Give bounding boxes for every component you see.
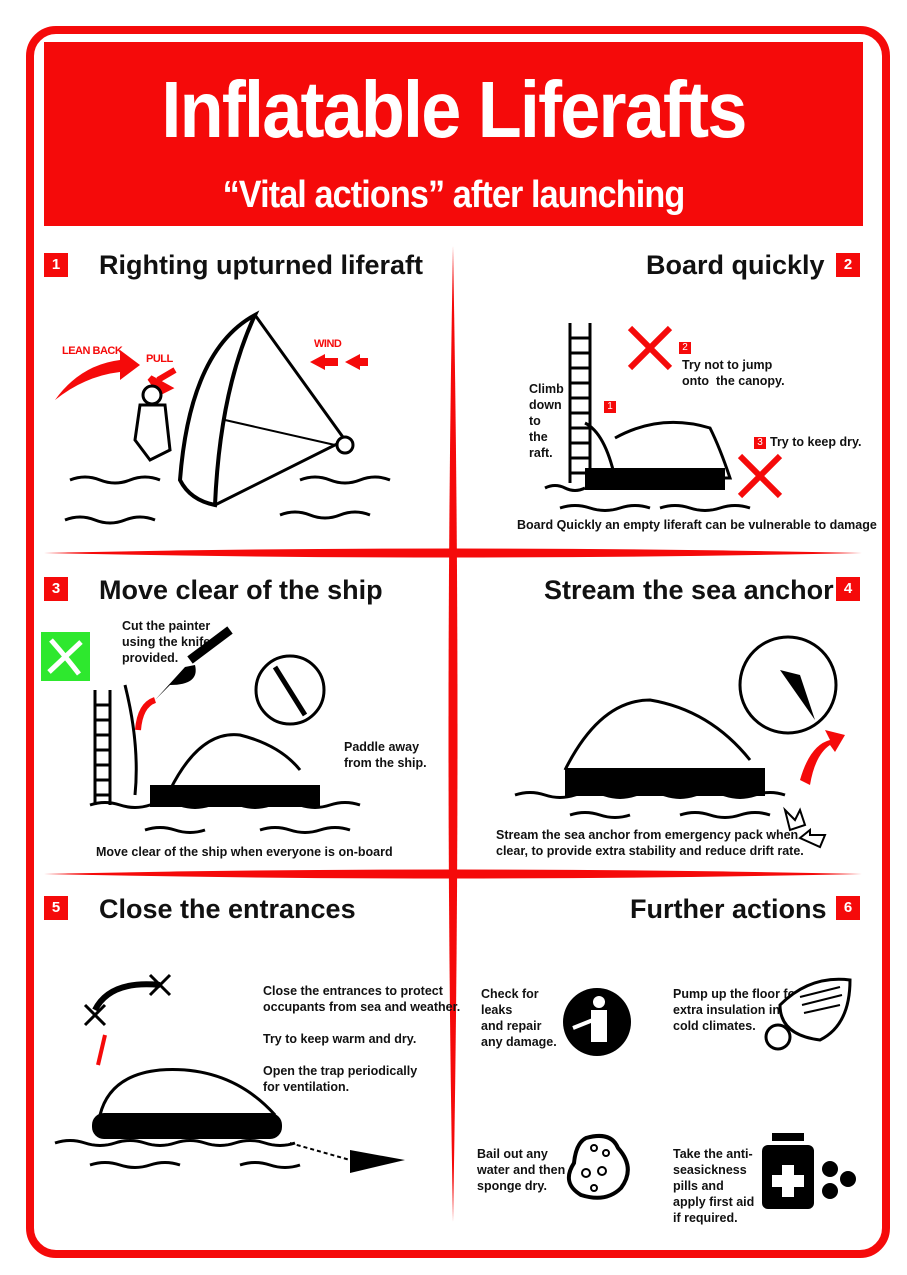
pull-label: PULL: [146, 353, 173, 365]
paddle-away-text: Paddle away from the ship.: [344, 740, 427, 770]
step-2-badge: 2: [679, 342, 691, 354]
panel-6-badge: 6: [836, 896, 860, 920]
panel-3-heading: Move clear of the ship: [99, 575, 383, 605]
panel-6-heading: Further actions: [630, 894, 827, 924]
close-entrances-illustration: [54, 973, 405, 1173]
panel-1-heading: Righting upturned liferaft: [99, 250, 423, 280]
poster-frame: [26, 26, 890, 1258]
board-quickly-illustration: [544, 323, 783, 512]
pump-floor-text: Pump up the floor for extra insulation i…: [673, 987, 800, 1033]
righting-liferaft-illustration: [55, 310, 391, 525]
header-banner: Inflatable Liferafts “Vital actions” aft…: [44, 42, 863, 226]
seasickness-text: Take the anti- seasickness pills and app…: [673, 1147, 755, 1225]
poster-title: Inflatable Liferafts: [161, 65, 747, 154]
floor-pump-icon: [764, 977, 852, 1051]
sea-anchor-illustration: [514, 635, 845, 849]
poster-subtitle: “Vital actions” after launching: [222, 174, 686, 216]
step-3-badge: 3: [754, 437, 766, 449]
keep-warm-text: Try to keep warm and dry.: [263, 1032, 417, 1046]
panel-4-caption: Stream the sea anchor from emergency pac…: [496, 828, 804, 858]
open-trap-text: Open the trap periodically for ventilati…: [263, 1064, 418, 1094]
panel-2-caption: Board Quickly an empty liferaft can be v…: [517, 518, 877, 532]
repair-kit-icon: [563, 988, 631, 1056]
panel-5-heading: Close the entrances: [99, 894, 356, 924]
panel-5-badge: 5: [44, 896, 68, 920]
step-1-badge: 1: [604, 401, 616, 413]
panel-2-badge: 2: [836, 253, 860, 277]
wind-label: WIND: [314, 338, 342, 350]
move-clear-illustration: [89, 626, 361, 834]
knife-sign-icon: [41, 632, 90, 681]
sponge-icon: [566, 1134, 630, 1200]
bail-out-text: Bail out any water and then sponge dry.: [477, 1147, 566, 1193]
cut-painter-text: Cut the painter using the knife provided…: [122, 619, 211, 665]
panel-4-heading: Stream the sea anchor: [544, 575, 834, 605]
panel-1-badge: 1: [44, 253, 68, 277]
first-aid-pills-icon: [762, 1133, 856, 1209]
panel-4-badge: 4: [836, 577, 860, 601]
lean-back-label: LEAN BACK: [62, 345, 123, 357]
step-3-text: Try to keep dry.: [770, 435, 862, 449]
panel-3-caption: Move clear of the ship when everyone is …: [96, 845, 393, 859]
climb-text: Climb down to the raft.: [529, 382, 564, 460]
close-entrances-text: Close the entrances to protect occupants…: [263, 984, 461, 1014]
check-leaks-text: Check for leaks and repair any damage.: [481, 987, 557, 1049]
step-2-text: Try not to jump onto the canopy.: [682, 358, 785, 388]
panel-3-badge: 3: [44, 577, 68, 601]
panel-2-heading: Board quickly: [646, 250, 825, 280]
